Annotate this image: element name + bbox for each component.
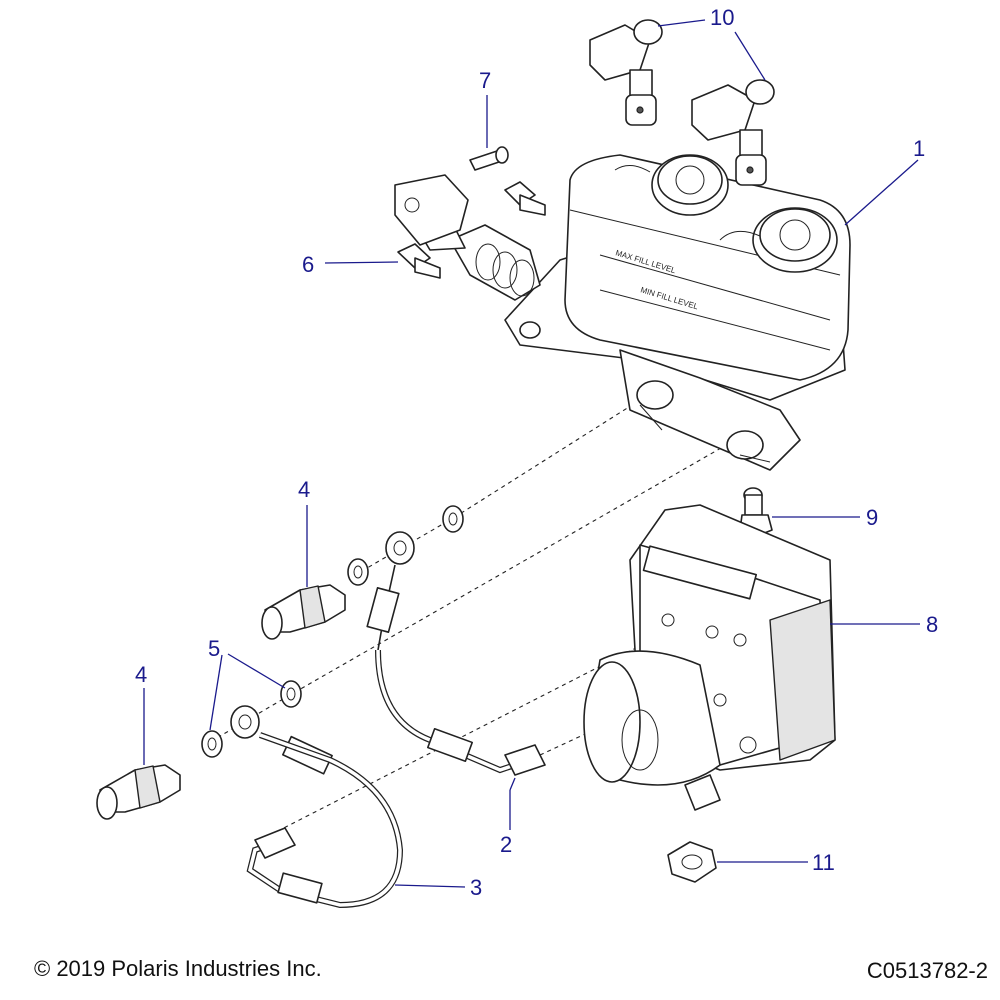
hex-nut [667, 841, 717, 883]
brake-line-2 [366, 531, 546, 776]
pressure-switch-lower [691, 79, 775, 186]
callout-2: 2 [500, 832, 512, 857]
copyright-notice: © 2019 Polaris Industries Inc. [34, 956, 322, 981]
callout-1: 1 [913, 136, 925, 161]
callout-9: 9 [866, 505, 878, 530]
clevis-pin [469, 146, 509, 171]
callout-8: 8 [926, 612, 938, 637]
callout-10: 10 [710, 5, 734, 30]
crush-washers [201, 505, 464, 758]
brake-line-3 [230, 705, 404, 909]
callout-11: 11 [812, 850, 835, 875]
callout-7: 7 [479, 68, 491, 93]
banjo-fitting-lower [96, 764, 181, 820]
pressure-switch-upper [589, 19, 663, 126]
mounting-bolts [397, 181, 546, 279]
master-cylinder: MAX FILL LEVEL MIN FILL LEVEL [394, 154, 851, 471]
callout-3: 3 [470, 875, 482, 900]
abs-module [583, 504, 836, 811]
drawing-id: C0513782-2 [866, 958, 988, 983]
callout-5: 5 [208, 636, 220, 661]
callout-4-upper: 4 [298, 477, 310, 502]
callout-6: 6 [302, 252, 314, 277]
callouts: 1 2 3 4 4 5 6 7 8 9 10 11 [135, 5, 938, 900]
banjo-fitting-upper [261, 584, 346, 640]
callout-4-lower: 4 [135, 662, 147, 687]
